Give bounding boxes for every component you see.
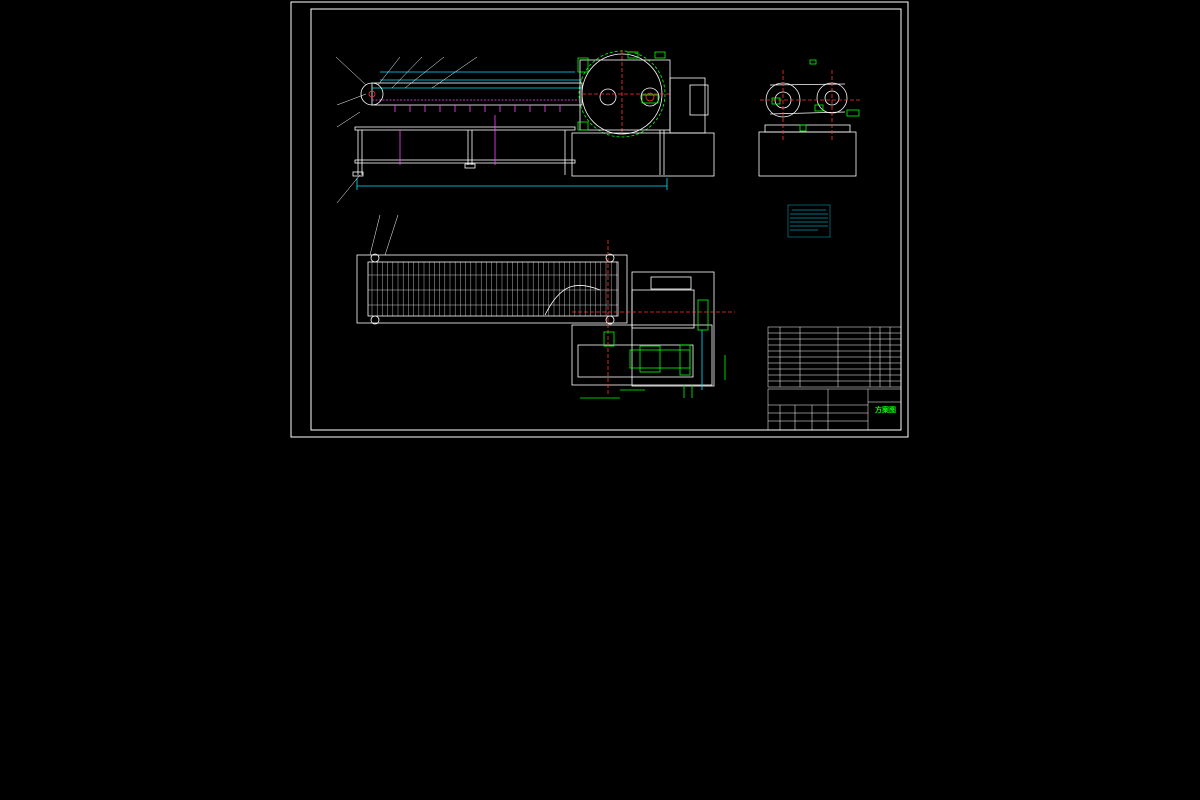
plan-view — [356, 214, 735, 399]
outer-border — [290, 1, 909, 438]
front-view — [335, 50, 715, 204]
title-block — [767, 388, 902, 431]
parts-list — [767, 326, 902, 388]
side-view — [758, 59, 860, 177]
technical-notes — [787, 204, 831, 238]
drawing-title: 方案图 — [875, 405, 896, 414]
inner-border — [310, 8, 902, 431]
